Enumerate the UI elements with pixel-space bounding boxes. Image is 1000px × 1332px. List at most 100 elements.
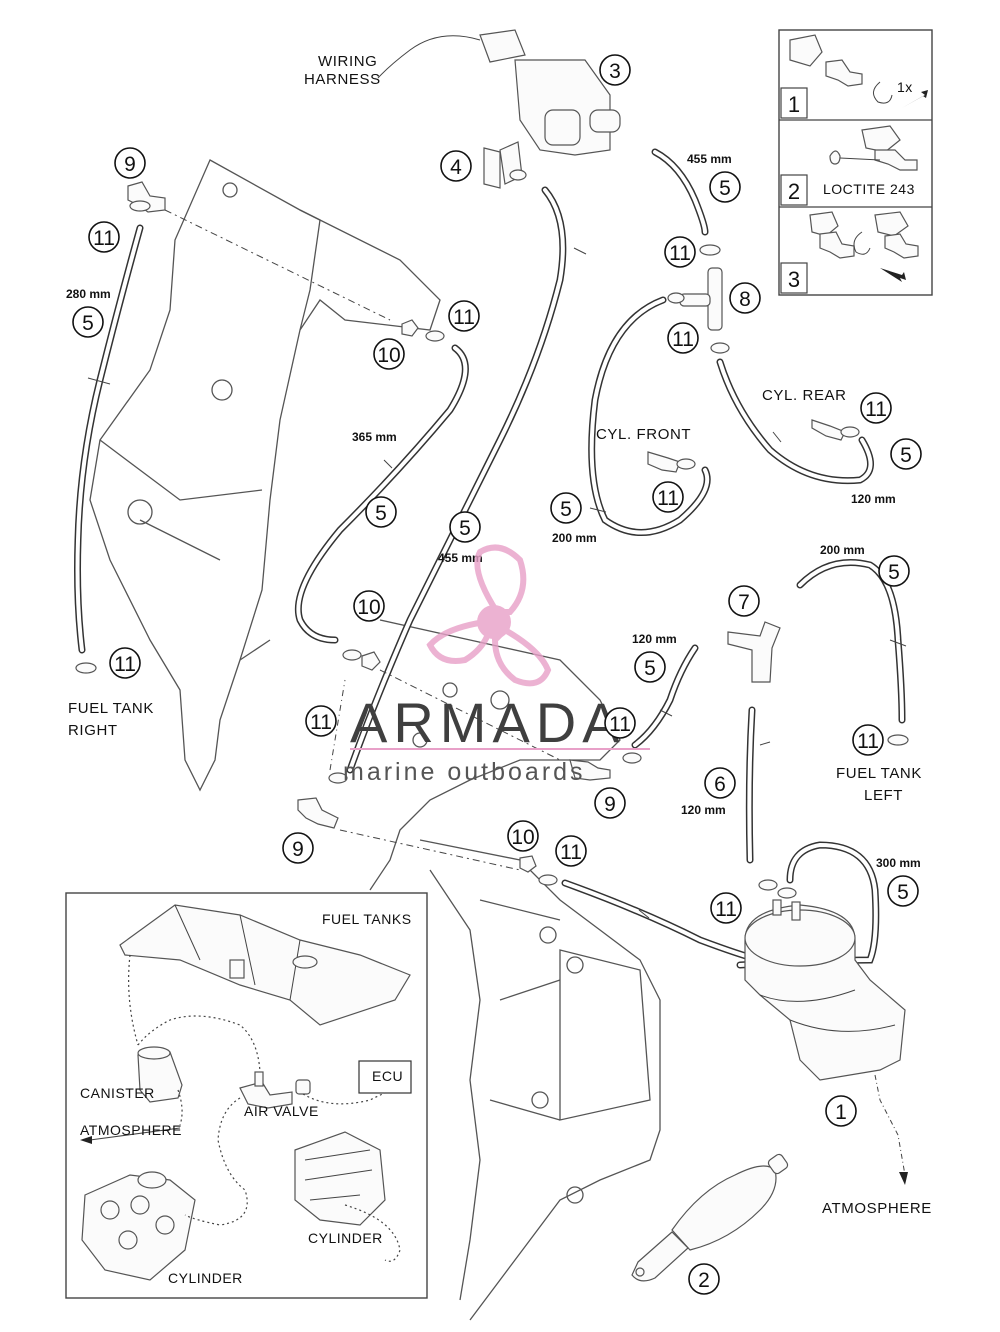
svg-text:11: 11 (865, 398, 887, 421)
callout-9-bottom: 9 (282, 832, 314, 864)
canister-part-1 (744, 899, 908, 1185)
callout-numbers: 3 4 9 11 5 5 11 8 11 11 10 11 5 11 5 5 5… (72, 54, 922, 1295)
callout-11-g: 11 (109, 647, 141, 679)
svg-text:1: 1 (835, 1101, 847, 1124)
measurement-455-mid: 455 mm (438, 551, 483, 565)
hose-part-5-cyl-front (588, 296, 711, 536)
hose-part-5-120-mid (631, 644, 699, 749)
svg-text:10: 10 (377, 344, 400, 367)
callout-5-e: 5 (365, 496, 397, 528)
hose-part-5-365 (294, 344, 469, 644)
t-piece-part-8 (679, 267, 723, 331)
instruction-step-2: 2 (788, 179, 800, 204)
svg-text:2: 2 (698, 1269, 710, 1292)
svg-text:9: 9 (604, 793, 616, 816)
text-labels: WIRING HARNESS CYL. FRONT CYL. REAR FUEL… (68, 53, 931, 1217)
svg-text:10: 10 (511, 826, 534, 849)
measurement-365: 365 mm (352, 430, 397, 444)
callout-11-e: 11 (860, 392, 892, 424)
svg-text:11: 11 (609, 713, 631, 736)
instruction-box: 1 1x 2 LOCTITE 243 3 (778, 29, 933, 296)
svg-text:5: 5 (719, 177, 731, 200)
svg-text:10: 10 (357, 596, 380, 619)
callout-11-l: 11 (710, 892, 742, 924)
svg-text:4: 4 (450, 156, 462, 179)
cyl-front-fitting (647, 451, 681, 473)
measurement-labels: 455 mm 280 mm 365 mm 455 mm 200 mm 120 m… (66, 152, 921, 870)
svg-text:11: 11 (114, 653, 136, 676)
bracket-part-4 (483, 141, 527, 189)
filter-part-2 (631, 1153, 789, 1282)
measurement-120-hose6: 120 mm (681, 803, 726, 817)
leader-lines (164, 209, 561, 871)
measurement-120-rear: 120 mm (851, 492, 896, 506)
svg-text:11: 11 (672, 328, 694, 351)
clamps-part-11 (75, 200, 909, 899)
schematic-cylinder-label-1: CYLINDER (308, 1230, 383, 1246)
schematic-ecu-label: ECU (372, 1068, 403, 1084)
svg-text:3: 3 (609, 60, 621, 83)
watermark-sub: marine outboards (343, 758, 586, 786)
hose-part-5-455-top (651, 148, 709, 236)
callout-5-f: 5 (449, 511, 481, 543)
svg-text:11: 11 (93, 227, 115, 250)
instruction-step-2-text: LOCTITE 243 (823, 181, 915, 197)
hose-part-5-right-tank (74, 224, 144, 654)
svg-text:11: 11 (657, 487, 679, 510)
svg-text:11: 11 (560, 841, 582, 864)
instruction-step-1-turns: 1x (897, 79, 913, 95)
instruction-step-3: 3 (788, 267, 800, 292)
svg-text:5: 5 (897, 881, 909, 904)
cyl-front-label: CYL. FRONT (596, 426, 691, 443)
fuel-tank-right-label-2: RIGHT (68, 722, 118, 739)
callout-5-i: 5 (887, 875, 919, 907)
watermark: ARMADA marine outboards (343, 544, 650, 786)
callout-5-c: 5 (890, 438, 922, 470)
callout-4: 4 (440, 150, 472, 182)
nuts-part-10 (361, 319, 537, 873)
fitting-part-9-bottom (297, 797, 339, 829)
fuel-tank-right-label-1: FUEL TANK (68, 700, 154, 717)
svg-text:11: 11 (453, 306, 475, 329)
svg-text:11: 11 (669, 242, 691, 265)
measurement-200-front: 200 mm (552, 531, 597, 545)
callout-8: 8 (729, 282, 761, 314)
wiring-harness-label-2: HARNESS (304, 71, 381, 88)
callout-5-g: 5 (878, 555, 910, 587)
svg-text:11: 11 (310, 711, 332, 734)
callout-11-h: 11 (305, 705, 337, 737)
hose-part-5-455-long (346, 186, 567, 774)
svg-text:9: 9 (292, 838, 304, 861)
callout-11-i: 11 (604, 707, 636, 739)
svg-text:11: 11 (857, 730, 879, 753)
hose-part-5-left-tank (796, 559, 906, 724)
callout-10-a: 10 (373, 338, 405, 370)
schematic-air-valve-label: AIR VALVE (244, 1103, 319, 1119)
measurement-300: 300 mm (876, 856, 921, 870)
svg-text:5: 5 (82, 312, 94, 335)
frame-structure (89, 159, 661, 1321)
callout-3: 3 (599, 54, 631, 86)
callout-11-c: 11 (667, 322, 699, 354)
svg-text:8: 8 (739, 288, 751, 311)
hose-part-6 (745, 706, 756, 864)
callout-11-d: 11 (448, 300, 480, 332)
hose-to-canister (561, 879, 764, 964)
fuel-tank-left-label-1: FUEL TANK (836, 765, 922, 782)
callout-9-mid: 9 (594, 787, 626, 819)
callout-11-j: 11 (852, 724, 884, 756)
svg-text:5: 5 (459, 517, 471, 540)
svg-text:5: 5 (375, 502, 387, 525)
watermark-brand: ARMADA (350, 691, 626, 754)
svg-text:5: 5 (900, 444, 912, 467)
fuel-tank-left-label-2: LEFT (864, 787, 903, 804)
svg-text:6: 6 (714, 773, 726, 796)
schematic-fuel-tanks-label: FUEL TANKS (322, 911, 412, 927)
measurement-120-mid: 120 mm (632, 632, 677, 646)
callout-10-c: 10 (507, 820, 539, 852)
hose-part-5-cyl-rear (716, 358, 874, 485)
svg-text:5: 5 (560, 498, 572, 521)
callout-11-a: 11 (88, 221, 120, 253)
cyl-rear-label: CYL. REAR (762, 387, 847, 404)
svg-text:5: 5 (644, 657, 656, 680)
